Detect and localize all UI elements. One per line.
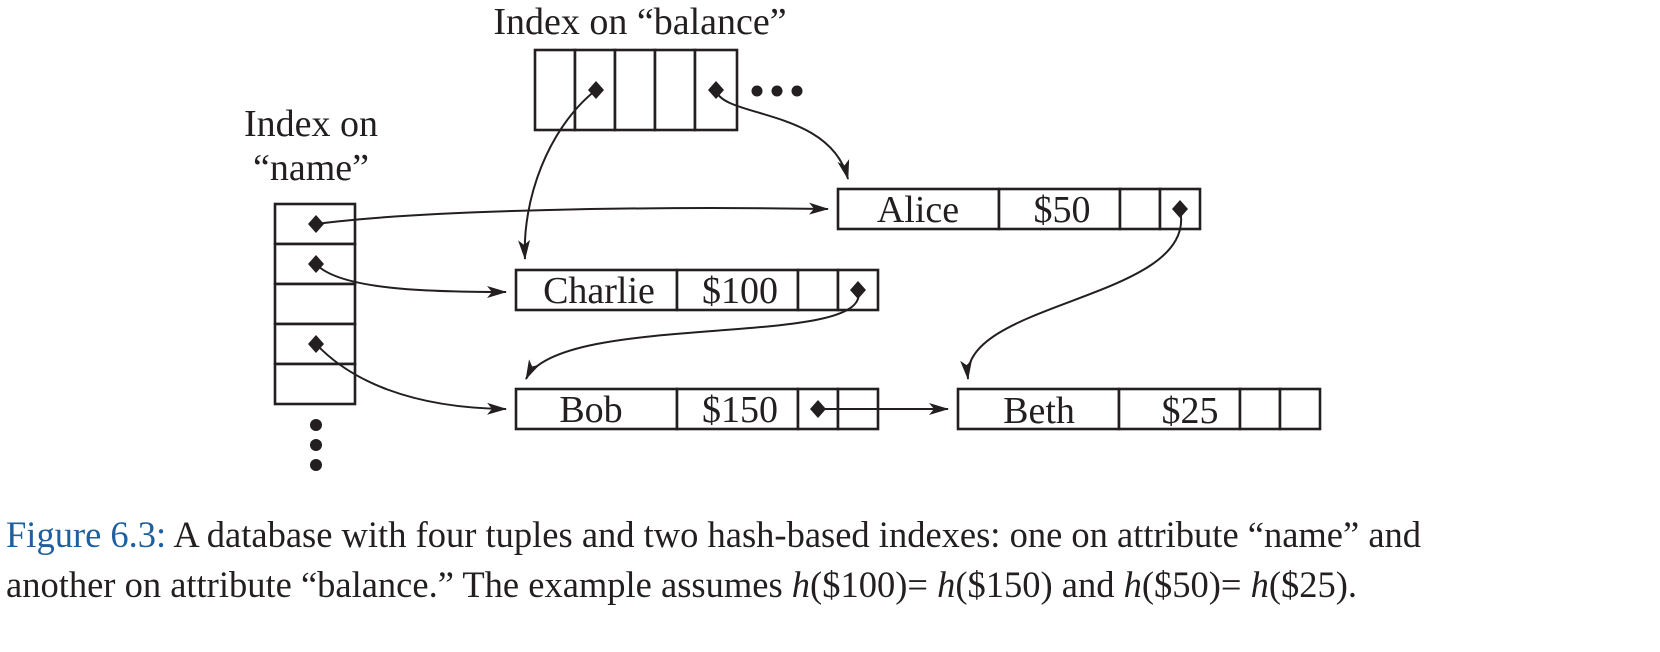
arrow-balance-index-to-charlie xyxy=(518,89,597,260)
caption-text-2: another on attribute “balance.” The exam… xyxy=(6,564,792,605)
pointer-diamonds xyxy=(308,81,1188,418)
caption-line-2: another on attribute “balance.” The exam… xyxy=(6,560,1656,610)
arrow-name-index-to-charlie xyxy=(315,263,507,298)
tuple-beth-name: Beth xyxy=(1003,390,1075,432)
ellipsis-dots-vertical xyxy=(310,419,322,471)
hash-fn-3: h xyxy=(1123,564,1142,605)
tuple-beth-balance: $25 xyxy=(1162,390,1219,432)
balance-index xyxy=(533,48,739,132)
arrow-alice-to-beth xyxy=(960,208,1183,380)
tuple-charlie-balance: $100 xyxy=(702,270,778,312)
arrow-charlie-to-bob xyxy=(525,289,860,380)
arrow-name-index-to-bob xyxy=(315,343,507,415)
caption-arg-50: ($50)= xyxy=(1141,564,1251,605)
arrow-name-index-to-alice xyxy=(315,202,829,225)
tuple-charlie-name: Charlie xyxy=(543,270,655,312)
tuple-bob-balance: $150 xyxy=(702,389,778,431)
caption-line-1: Figure 6.3: A database with four tuples … xyxy=(6,510,1656,560)
name-index xyxy=(273,202,357,406)
tuple-charlie: Charlie $100 xyxy=(514,268,880,312)
caption-text-1: A database with four tuples and two hash… xyxy=(173,514,1422,555)
caption-arg-150: ($150) and xyxy=(955,564,1124,605)
caption-arg-100: ($100)= xyxy=(810,564,938,605)
name-index-label-line1: Index on xyxy=(244,103,378,145)
hash-fn-2: h xyxy=(937,564,956,605)
balance-index-label: Index on “balance” xyxy=(493,1,786,43)
tuple-bob-name: Bob xyxy=(559,389,622,431)
tuple-alice-balance: $50 xyxy=(1034,189,1091,231)
arrow-balance-index-to-alice xyxy=(715,89,850,180)
tuple-alice-name: Alice xyxy=(877,189,959,231)
caption-arg-25: ($25). xyxy=(1268,564,1358,605)
tuple-alice: Alice $50 xyxy=(836,187,1202,231)
ellipsis-dots-horizontal xyxy=(751,85,803,97)
hash-fn-4: h xyxy=(1250,564,1269,605)
hash-fn-1: h xyxy=(791,564,811,605)
tuple-beth: Beth $25 xyxy=(956,387,1322,432)
figure-caption: Figure 6.3: A database with four tuples … xyxy=(6,510,1656,610)
figure-number: Figure 6.3: xyxy=(6,514,167,555)
name-index-label-line2: “name” xyxy=(253,147,369,189)
